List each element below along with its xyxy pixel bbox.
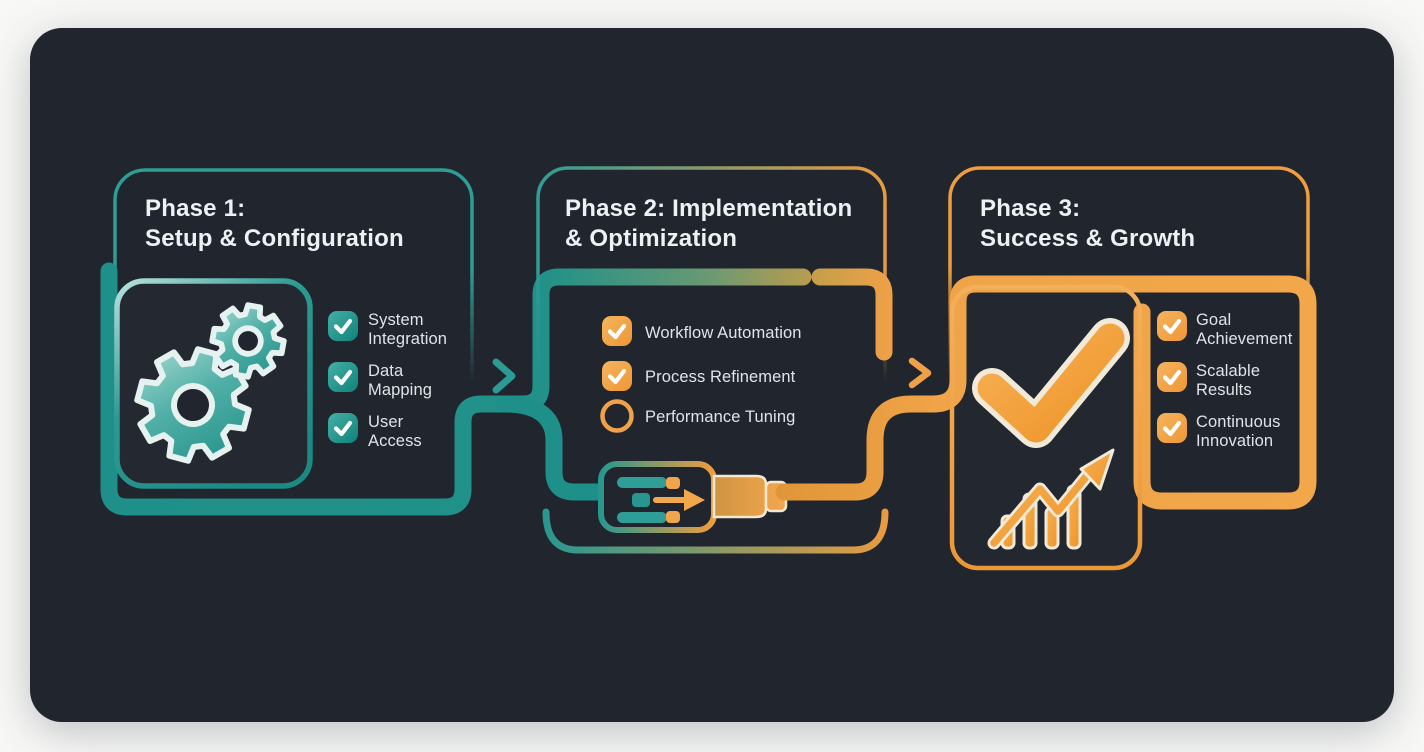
item-label: Data [368,362,404,380]
checkbox-checked-icon [328,311,358,341]
phase-3-checklist: Goal Achievement Scalable Results Contin… [1157,311,1293,450]
phase-1-checklist: System Integration Data Mapping User Acc… [328,311,447,450]
growth-chart-icon [987,448,1115,550]
chevron-right-icon [492,358,516,394]
success-checkmark-icon [972,318,1130,448]
phase-2-bottom-border [542,508,889,554]
item-label: System [368,311,424,329]
checklist-item: Scalable Results [1157,362,1260,399]
phase-2-panel: Phase 2: Implementation & Optimization W… [496,166,893,554]
item-label: User [368,413,404,431]
checkbox-checked-icon [602,361,632,391]
checkbox-unchecked-icon [600,399,634,433]
checkbox-checked-icon [602,316,632,346]
item-label: Integration [368,330,447,348]
item-label: Innovation [1196,432,1273,450]
checklist-item: Goal Achievement [1157,311,1293,348]
checklist-item: Performance Tuning [600,399,795,433]
checkbox-checked-icon [328,413,358,443]
item-label: Continuous [1196,413,1280,431]
item-label: Achievement [1196,330,1293,348]
phase-1-title-line1: Phase 1: [145,195,245,222]
item-label: Mapping [368,381,432,399]
checklist-item: System Integration [328,311,447,348]
checklist-item: Data Mapping [328,362,432,399]
phase-1-title-line2: Setup & Configuration [145,225,404,252]
phase-3-title-line1: Phase 3: [980,195,1080,222]
phase-2-checklist: Workflow Automation Process Refinement P… [600,316,802,433]
gears-icon [126,300,289,472]
phase-3-title-line2: Success & Growth [980,225,1195,252]
checklist-item: Continuous Innovation [1157,413,1280,450]
checklist-item: Process Refinement [602,361,796,391]
connector-pipe-phase2-phase3 [775,275,1317,510]
item-label: Access [368,432,422,450]
checkbox-checked-icon [1157,362,1187,392]
connector-pipe-into-chip [496,395,609,501]
phase-2-title-line2: & Optimization [565,225,737,252]
item-label: Results [1196,381,1252,399]
item-label: Performance Tuning [645,408,795,426]
phase-1-panel: Phase 1: Setup & Configuration System [100,168,812,516]
phase-3-panel: Phase 3: Success & Growth [775,166,1317,571]
checkbox-checked-icon [1157,413,1187,443]
phase-2-right-pipe [811,268,893,361]
item-label: Goal [1196,311,1231,329]
phase-3-icon-card [949,284,1143,571]
chevron-right-icon [908,357,932,389]
checklist-item: Workflow Automation [602,316,802,346]
item-label: Scalable [1196,362,1260,380]
checkbox-checked-icon [1157,311,1187,341]
checkbox-checked-icon [328,362,358,392]
phase-1-icon-card [114,278,313,489]
connector-pipe-phase1-phase2 [100,262,812,516]
checklist-item: User Access [328,413,422,450]
item-label: Workflow Automation [645,324,802,342]
phase-2-title-line1: Phase 2: Implementation [565,195,852,222]
item-label: Process Refinement [645,368,796,386]
